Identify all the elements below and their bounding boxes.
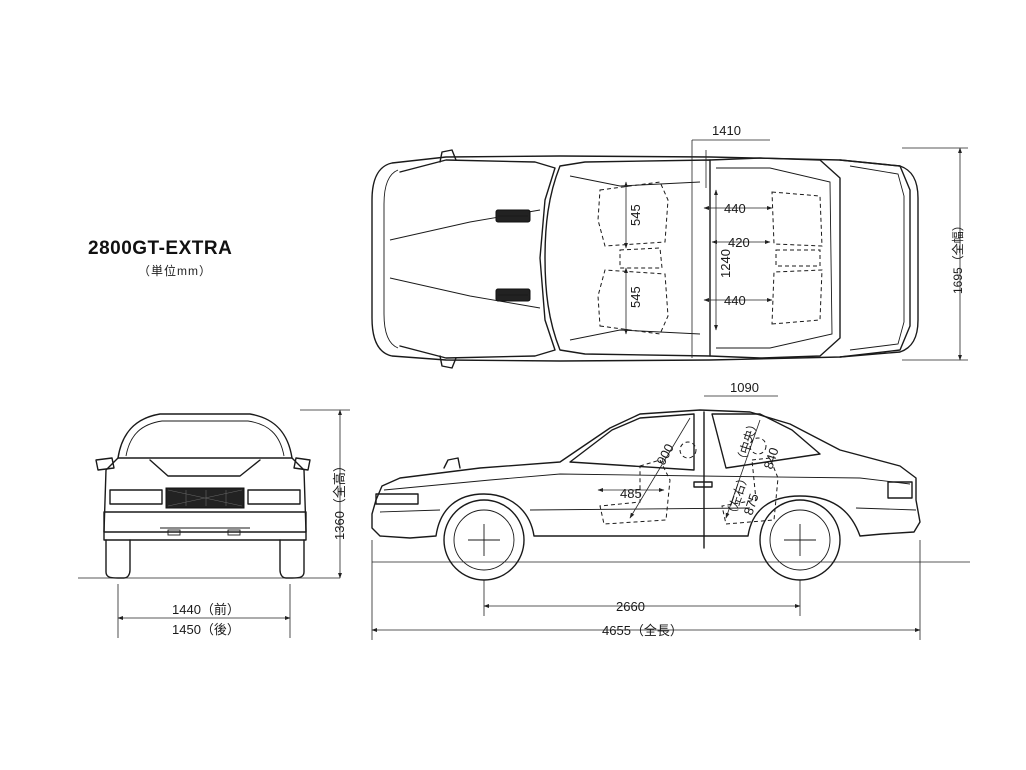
dim-1450-rear-tread: 1450（後） — [172, 622, 240, 637]
label-rear-center: （中央） — [733, 417, 762, 467]
dim-420: 420 — [728, 235, 750, 250]
dim-1695-width: 1695（全幅） — [950, 219, 965, 294]
dim-485-front-hip: 485 — [620, 486, 642, 501]
dim-875-rear-side: 875 — [741, 492, 762, 517]
dim-1360-height: 1360（全高） — [332, 459, 347, 540]
dim-2660-wheelbase: 2660 — [616, 599, 645, 614]
dim-440-bottom: 440 — [724, 293, 746, 308]
dim-1440-front-tread: 1440（前） — [172, 602, 240, 617]
dim-1240: 1240 — [718, 249, 733, 278]
unit-subtitle: （単位mm） — [138, 263, 212, 278]
dim-545-front: 545 — [628, 204, 643, 226]
dim-840-rear-headroom: 840 — [761, 446, 782, 471]
dim-1410: 1410 — [712, 123, 741, 138]
side-view: 1090 900 485 （中央） 840 （左右） 875 2660 4655… — [371, 380, 970, 640]
front-view: 1360（全高） 1440（前） 1450（後） — [78, 409, 350, 638]
dim-440-top: 440 — [724, 201, 746, 216]
dim-545-rear: 545 — [628, 286, 643, 308]
diagram-title: 2800GT-EXTRA — [88, 238, 232, 259]
dim-4655-length: 4655（全長） — [602, 623, 683, 638]
top-view: 1410 545 545 440 420 440 1240 1695（全幅） — [371, 123, 968, 369]
dim-1090-roof: 1090 — [730, 380, 759, 395]
